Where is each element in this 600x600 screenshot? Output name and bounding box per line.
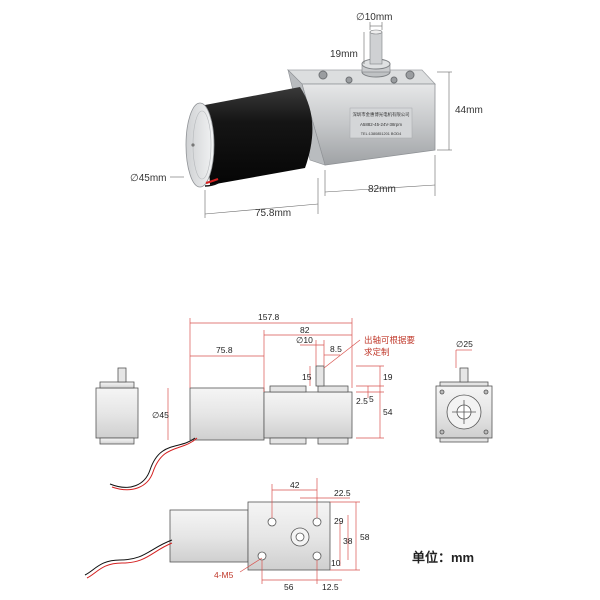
- dim-19: 19: [383, 372, 393, 382]
- side-motor-body: [189, 387, 265, 441]
- dim-29: 29: [334, 516, 344, 526]
- bottom-motor-body: [169, 509, 249, 563]
- dim-shaft-diameter: ∅10: [296, 335, 313, 345]
- drawing-dimension-lines: [167, 318, 472, 584]
- photo-dimension-lines: [170, 22, 452, 218]
- dim-42: 42: [290, 480, 300, 490]
- bottom-view: [169, 501, 331, 571]
- mount-hole-icon: [257, 551, 267, 561]
- dim-motor-length: 75.8: [216, 345, 233, 355]
- dim-shaft-flat: 8.5: [330, 344, 342, 354]
- thread-spec-label: 4-M5: [214, 570, 234, 580]
- side-shaft: [315, 365, 325, 387]
- mount-hole-icon: [312, 517, 322, 527]
- end-cap-hole: [191, 143, 195, 147]
- mount-hole-icon: [312, 551, 322, 561]
- dim-5: 5: [369, 394, 374, 404]
- motor-body: [205, 87, 313, 185]
- lead-wire-red: [205, 177, 219, 185]
- nameplate-line2: A5882-45-24V-38rpm: [360, 122, 402, 127]
- nameplate: 深圳市金惠博光电机有限公司 A5882-45-24V-38rpm TEL:138…: [349, 107, 413, 139]
- dim-shaft-height: 15: [302, 372, 312, 382]
- photo-label-gearbox-length: 82mm: [368, 184, 396, 195]
- photo-label-gearbox-height: 44mm: [455, 105, 483, 116]
- bottom-wire-black: [84, 539, 173, 576]
- photo-label-shaft-diameter: ∅10mm: [356, 12, 393, 23]
- dim-2-5: 2.5: [356, 396, 368, 406]
- bolt-icon: [405, 70, 415, 80]
- dim-10: 10: [331, 558, 341, 568]
- dim-flange-diameter: ∅25: [456, 339, 473, 349]
- output-shaft: [369, 31, 383, 65]
- photo-label-shaft-length: 19mm: [330, 49, 358, 60]
- motor-photo: 深圳市金惠博光电机有限公司 A5882-45-24V-38rpm TEL:138…: [130, 12, 483, 219]
- lead-wire-black: [204, 182, 219, 187]
- unit-label: 单位：mm: [412, 550, 474, 565]
- bolt-icon: [390, 76, 398, 84]
- bolt-icon: [318, 70, 328, 80]
- dim-22-5: 22.5: [334, 488, 351, 498]
- dim-54: 54: [383, 407, 393, 417]
- dim-56: 56: [284, 582, 294, 592]
- end-view-right: [435, 367, 493, 443]
- dim-gearbox-length: 82: [300, 325, 310, 335]
- dim-total-length: 157.8: [258, 312, 280, 322]
- drawing-wire-red: [111, 437, 198, 491]
- dim-12-5: 12.5: [322, 582, 339, 592]
- motor-end-cap: [185, 102, 215, 188]
- nameplate-line3: TEL:1380851201 BOD4: [361, 132, 402, 136]
- mount-hole-icon: [267, 517, 277, 527]
- note-custom-shaft-line1: 出轴可根据要: [364, 335, 416, 345]
- bottom-wire-red: [86, 542, 173, 579]
- nameplate-line1: 深圳市金惠博光电机有限公司: [352, 111, 409, 118]
- drawing-wire-black: [109, 437, 196, 488]
- photo-label-motor-length: 75.8mm: [255, 208, 291, 219]
- dim-38: 38: [343, 536, 353, 546]
- side-view: [189, 365, 353, 445]
- dim-motor-diameter: ∅45: [152, 410, 169, 420]
- end-view-left: [95, 367, 139, 445]
- dim-58: 58: [360, 532, 370, 542]
- technical-drawing: 157.8 82 75.8 ∅10 8.5 15 19 2.5 5 54 ∅45…: [84, 312, 493, 592]
- side-gearbox-body: [263, 391, 353, 439]
- photo-label-motor-diameter: ∅45mm: [130, 173, 167, 184]
- note-custom-shaft-line2: 求定制: [364, 347, 390, 357]
- bolt-icon: [345, 76, 353, 84]
